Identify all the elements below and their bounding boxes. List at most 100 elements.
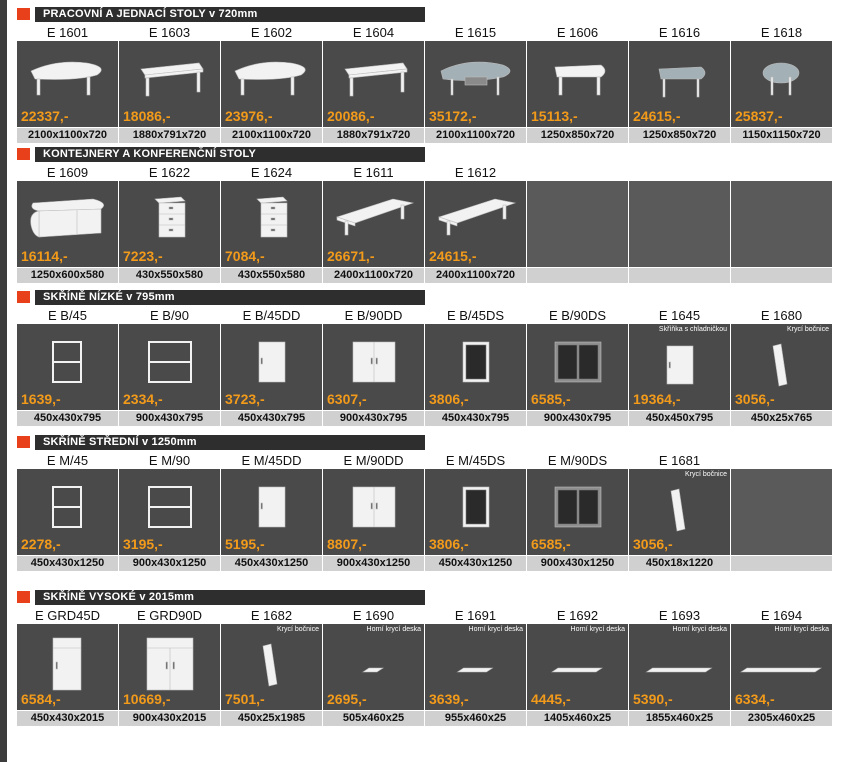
product-dimensions: 900x430x1250 bbox=[527, 556, 628, 571]
product-note: Horní krycí deska bbox=[468, 626, 523, 633]
desk-icon bbox=[344, 62, 408, 97]
product-price: 6585,- bbox=[531, 536, 571, 552]
product-image: 5195,- bbox=[221, 469, 322, 555]
product-dimensions: 1880x791x720 bbox=[323, 128, 424, 143]
product-dimensions: 450x430x795 bbox=[425, 411, 526, 426]
product-image: 10669,- bbox=[119, 624, 220, 710]
product-price: 24615,- bbox=[429, 248, 477, 264]
product-dimensions: 900x430x2015 bbox=[119, 711, 220, 726]
empty-tile bbox=[629, 162, 730, 283]
product-price: 1639,- bbox=[21, 391, 61, 407]
product-image bbox=[527, 181, 628, 267]
desk-curved-icon bbox=[30, 61, 102, 96]
empty-tile bbox=[731, 450, 832, 571]
section-title: PRACOVNÍ A JEDNACÍ STOLY v 720mm bbox=[35, 7, 425, 22]
product-dimensions: 450x430x1250 bbox=[221, 556, 322, 571]
product-image: 6307,- bbox=[323, 324, 424, 410]
product-code: E M/45DS bbox=[445, 453, 506, 468]
section-title: SKŘÍNĚ NÍZKÉ v 795mm bbox=[35, 290, 425, 305]
product-code: E 1693 bbox=[658, 608, 701, 623]
product-dimensions: 450x430x1250 bbox=[17, 556, 118, 571]
product-dimensions: 1250x600x580 bbox=[17, 268, 118, 283]
product-price: 19364,- bbox=[633, 391, 681, 407]
conference-table-icon bbox=[336, 198, 415, 236]
product-dimensions: 430x550x580 bbox=[119, 268, 220, 283]
product-note: Krycí bočnice bbox=[786, 326, 829, 333]
product-code: E 1602 bbox=[250, 25, 293, 40]
product-code: E 1622 bbox=[148, 165, 191, 180]
product-code: E M/45DD bbox=[241, 453, 302, 468]
product-code: E 1609 bbox=[46, 165, 89, 180]
drawer-container-icon bbox=[154, 196, 186, 238]
section-header: SKŘÍNĚ VYSOKÉ v 2015mm bbox=[17, 590, 425, 605]
product-code: E B/90DD bbox=[344, 308, 403, 323]
product-price: 7084,- bbox=[225, 248, 265, 264]
product-dimensions: 1250x850x720 bbox=[527, 128, 628, 143]
product-code: E M/90DD bbox=[343, 453, 404, 468]
glass-round-table-icon bbox=[762, 62, 800, 96]
product-price: 6307,- bbox=[327, 391, 367, 407]
fridge-cabinet-icon bbox=[666, 345, 694, 385]
product-dimensions: 1880x791x720 bbox=[119, 128, 220, 143]
product-dimensions: 1855x460x25 bbox=[629, 711, 730, 726]
product-price: 15113,- bbox=[531, 108, 578, 124]
left-edge-bar bbox=[0, 0, 7, 762]
product-code: E B/45DD bbox=[242, 308, 301, 323]
product-image: 20086,- bbox=[323, 41, 424, 127]
product-image: 7223,- bbox=[119, 181, 220, 267]
product-dimensions: 450x25x1985 bbox=[221, 711, 322, 726]
section-title: SKŘÍNĚ VYSOKÉ v 2015mm bbox=[35, 590, 425, 605]
product-image bbox=[731, 181, 832, 267]
product-price: 3056,- bbox=[735, 391, 775, 407]
wardrobe-wide-icon bbox=[146, 637, 194, 691]
product-image bbox=[629, 181, 730, 267]
product-dimensions: 2400x1100x720 bbox=[323, 268, 424, 283]
product-note: Skříňka s chladničkou bbox=[658, 326, 727, 333]
product-dimensions: 450x430x795 bbox=[221, 411, 322, 426]
product-dimensions: 900x430x795 bbox=[119, 411, 220, 426]
product-note: Horní krycí deska bbox=[570, 626, 625, 633]
section-header: KONTEJNERY A KONFERENČNÍ STOLY bbox=[17, 147, 425, 162]
top-board-icon bbox=[645, 667, 713, 673]
product-price: 8807,- bbox=[327, 536, 367, 552]
